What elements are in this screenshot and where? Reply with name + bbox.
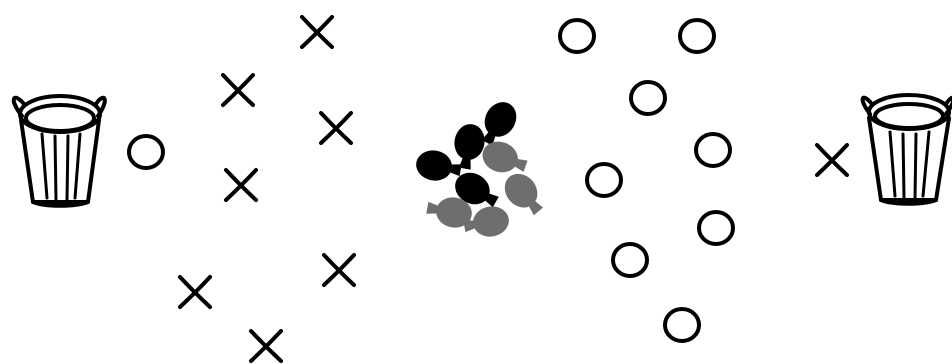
left-bucket-icon: [11, 94, 107, 208]
o-mark-icon: [697, 210, 735, 246]
balloon-cluster: [416, 102, 544, 237]
balloon-black-icon: [455, 172, 499, 208]
balloon-black-icon: [416, 150, 462, 181]
x-mark-icon: [224, 168, 258, 202]
o-mark-icon: [611, 242, 649, 278]
x-mark-right-icon: [815, 143, 849, 177]
o-mark-icon: [678, 18, 716, 54]
o-mark-icon: [629, 80, 667, 116]
balloon-black-icon: [481, 102, 517, 146]
o-mark-icon: [694, 132, 732, 168]
x-mark-icon: [322, 253, 356, 287]
o-mark-left-icon: [127, 134, 165, 170]
o-mark-icon: [558, 18, 596, 54]
balloon-black-icon: [454, 124, 485, 170]
right-bucket-icon: [860, 93, 952, 206]
x-mark-icon: [249, 329, 283, 363]
x-mark-icon: [300, 15, 334, 49]
x-mark-icon: [319, 111, 353, 145]
balloon-grey-icon: [463, 206, 509, 237]
balloon-grey-icon: [482, 141, 528, 173]
o-mark-icon: [663, 307, 701, 343]
x-mark-icon: [221, 73, 255, 107]
balloon-grey-icon: [426, 197, 472, 228]
balloon-grey-icon: [504, 173, 544, 216]
x-mark-icon: [178, 275, 212, 309]
o-mark-icon: [585, 162, 623, 198]
